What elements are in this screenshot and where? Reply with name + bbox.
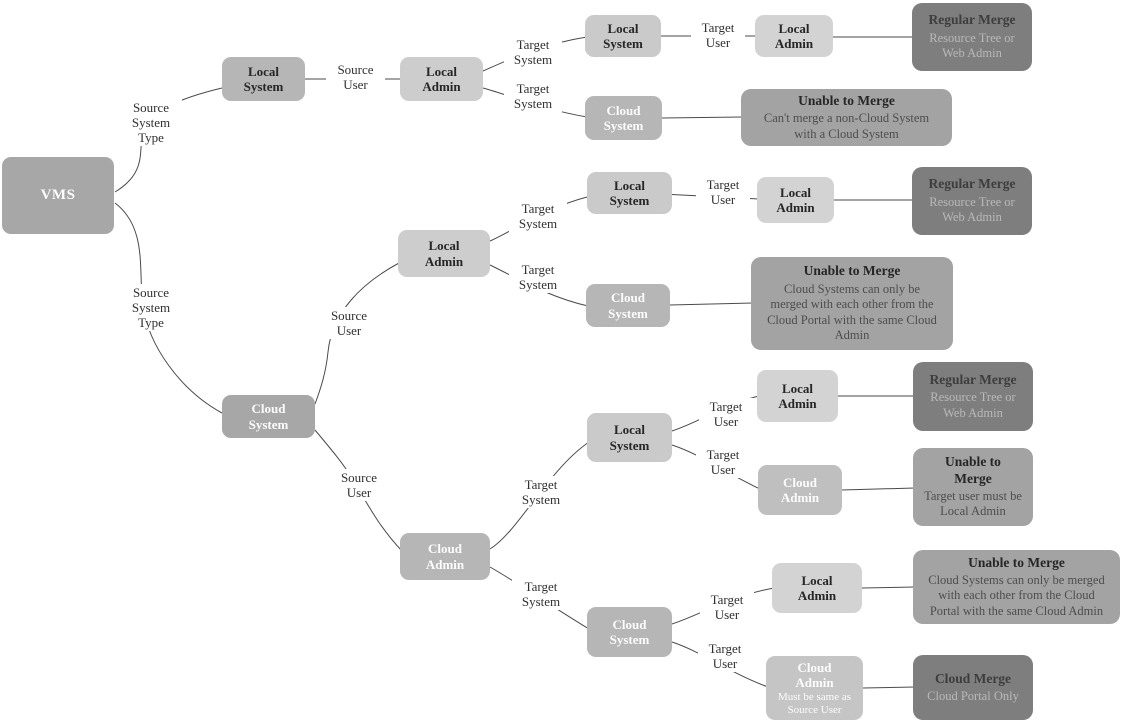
result-unable-to-merge-2: Unable to Merge Cloud Systems can only b… (751, 257, 953, 350)
node-cloud-system-target-2: Cloud System (586, 284, 670, 327)
edge-label-source-system-type-1: Source System Type (120, 99, 182, 147)
node-title: Cloud System (248, 401, 289, 432)
node-title: Local Admin (797, 572, 837, 603)
node-cloud-admin-target-1: Cloud Admin (758, 465, 842, 515)
result-title: Regular Merge (929, 371, 1017, 387)
edge-localadmin-t4-unable-4 (861, 586, 916, 589)
node-local-system-target-2: Local System (587, 172, 672, 214)
node-cloud-admin-target-2: Cloud Admin Must be same as Source User (766, 656, 863, 720)
node-local-system-target-1: Local System (585, 15, 661, 57)
result-title: Unable to Merge (803, 263, 901, 279)
node-title: Local System (609, 422, 650, 453)
edge-label-target-system-3: Target System (509, 200, 567, 233)
edge-label-target-system-2: Target System (504, 80, 562, 113)
edge-label-target-user-1: Target User (691, 19, 745, 52)
result-regular-merge-1: Regular Merge Resource Tree or Web Admin (912, 3, 1032, 71)
node-cloud-system-source: Cloud System (222, 395, 315, 438)
node-local-admin-source-1: Local Admin (400, 57, 483, 101)
result-title: Unable to Merge (968, 554, 1065, 570)
node-vms-root: VMS (2, 157, 114, 234)
result-body: Resource Tree or Web Admin (929, 30, 1015, 61)
edge-label-target-user-5: Target User (700, 591, 754, 624)
edge-cloudsystem-localadmin-2 (314, 262, 400, 405)
result-title: Regular Merge (928, 12, 1016, 28)
node-title: VMS (40, 186, 76, 203)
edge-label-target-system-5: Target System (512, 476, 570, 509)
edge-label-target-system-4: Target System (509, 261, 567, 294)
edge-cloudadmin-t1-unable-3 (841, 487, 916, 491)
node-title: Local Admin (778, 380, 817, 411)
node-title: Local Admin (774, 20, 814, 51)
result-body: Target user must be Local Admin (924, 488, 1022, 519)
edge-label-source-system-type-2: Source System Type (120, 284, 182, 332)
result-body: Resource Tree or Web Admin (930, 390, 1016, 420)
node-title: Local Admin (776, 184, 815, 215)
edge-label-source-user-1: Source User (326, 61, 385, 94)
node-title: Cloud System (608, 290, 648, 321)
result-title: Regular Merge (928, 176, 1016, 192)
node-title: Local System (609, 177, 650, 208)
result-body: Cloud Portal Only (927, 688, 1019, 703)
node-title: Cloud System (603, 102, 644, 133)
edge-label-source-user-2: Source User (321, 307, 377, 340)
result-regular-merge-2: Regular Merge Resource Tree or Web Admin (912, 167, 1032, 235)
node-local-admin-source-2: Local Admin (398, 230, 490, 277)
node-local-system-target-3: Local System (587, 413, 672, 462)
node-cloud-system-target-3: Cloud System (587, 607, 672, 657)
result-unable-to-merge-4: Unable to Merge Cloud Systems can only b… (913, 550, 1120, 624)
node-local-admin-target-2: Local Admin (757, 177, 834, 223)
node-local-admin-target-3: Local Admin (757, 370, 838, 422)
result-body: Resource Tree or Web Admin (929, 194, 1015, 225)
node-subtitle: Must be same as Source User (777, 691, 851, 716)
edge-label-source-user-3: Source User (331, 469, 387, 502)
result-cloud-merge: Cloud Merge Cloud Portal Only (913, 655, 1033, 720)
edge-cloudadmin-t2-cloudmerge (862, 686, 916, 689)
node-title: Cloud Admin (780, 474, 820, 505)
node-title: Cloud Admin (795, 659, 834, 690)
edge-label-target-user-3: Target User (699, 398, 753, 431)
result-title: Unable to Merge (798, 92, 895, 108)
edge-label-target-system-1: Target System (504, 36, 562, 69)
result-body: Can't merge a non-Cloud System with a Cl… (763, 111, 930, 141)
result-regular-merge-3: Regular Merge Resource Tree or Web Admin (913, 362, 1033, 431)
result-title: Cloud Merge (934, 670, 1012, 686)
node-title: Local Admin (424, 238, 464, 269)
node-title: Local System (243, 63, 284, 94)
result-title: Unable to Merge (945, 454, 1001, 486)
node-local-admin-target-4: Local Admin (772, 563, 862, 613)
node-title: Local Admin (422, 63, 461, 94)
edge-label-target-system-6: Target System (512, 578, 570, 611)
edge-cloudsystem-t2-unable-2 (669, 302, 754, 306)
node-cloud-system-target-1: Cloud System (585, 96, 662, 140)
node-local-system-source: Local System (222, 57, 305, 101)
result-body: Cloud Systems can only be merged with ea… (767, 281, 937, 343)
result-unable-to-merge-3: Unable to Merge Target user must be Loca… (913, 448, 1033, 526)
edge-cloudsystem-t1-unable-1 (661, 116, 744, 119)
node-title: Local System (603, 20, 643, 51)
edge-label-target-user-6: Target User (698, 640, 752, 673)
node-local-admin-target-1: Local Admin (755, 15, 833, 57)
edge-label-target-user-4: Target User (696, 446, 750, 479)
node-cloud-admin-source: Cloud Admin (400, 533, 490, 580)
node-title: Cloud Admin (425, 541, 465, 572)
node-title: Cloud System (609, 616, 650, 647)
result-unable-to-merge-1: Unable to Merge Can't merge a non-Cloud … (741, 89, 952, 146)
result-body: Cloud Systems can only be merged with ea… (928, 572, 1105, 618)
edge-label-target-user-2: Target User (696, 176, 750, 209)
